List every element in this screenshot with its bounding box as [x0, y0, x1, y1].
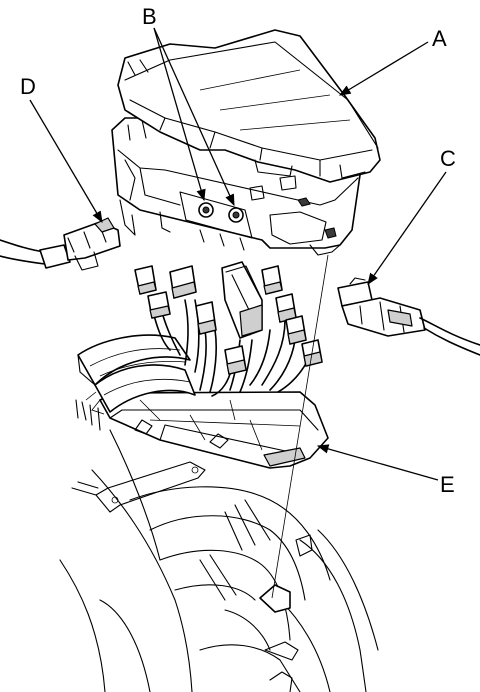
vehicle-body-background — [59, 429, 379, 692]
callout-labels: A B C D E — [20, 4, 456, 497]
callout-c: C — [440, 146, 456, 171]
side-connector-c — [337, 277, 480, 356]
callout-e: E — [440, 472, 455, 497]
callout-b: B — [142, 4, 157, 29]
side-connector-d — [0, 217, 121, 271]
wire-harness-conduit — [75, 334, 196, 431]
callout-a: A — [432, 26, 447, 51]
leader-lines — [29, 27, 447, 599]
callout-d: D — [20, 74, 36, 99]
lower-fuse-box-case — [99, 391, 329, 469]
fuse-box-cover — [117, 29, 381, 183]
